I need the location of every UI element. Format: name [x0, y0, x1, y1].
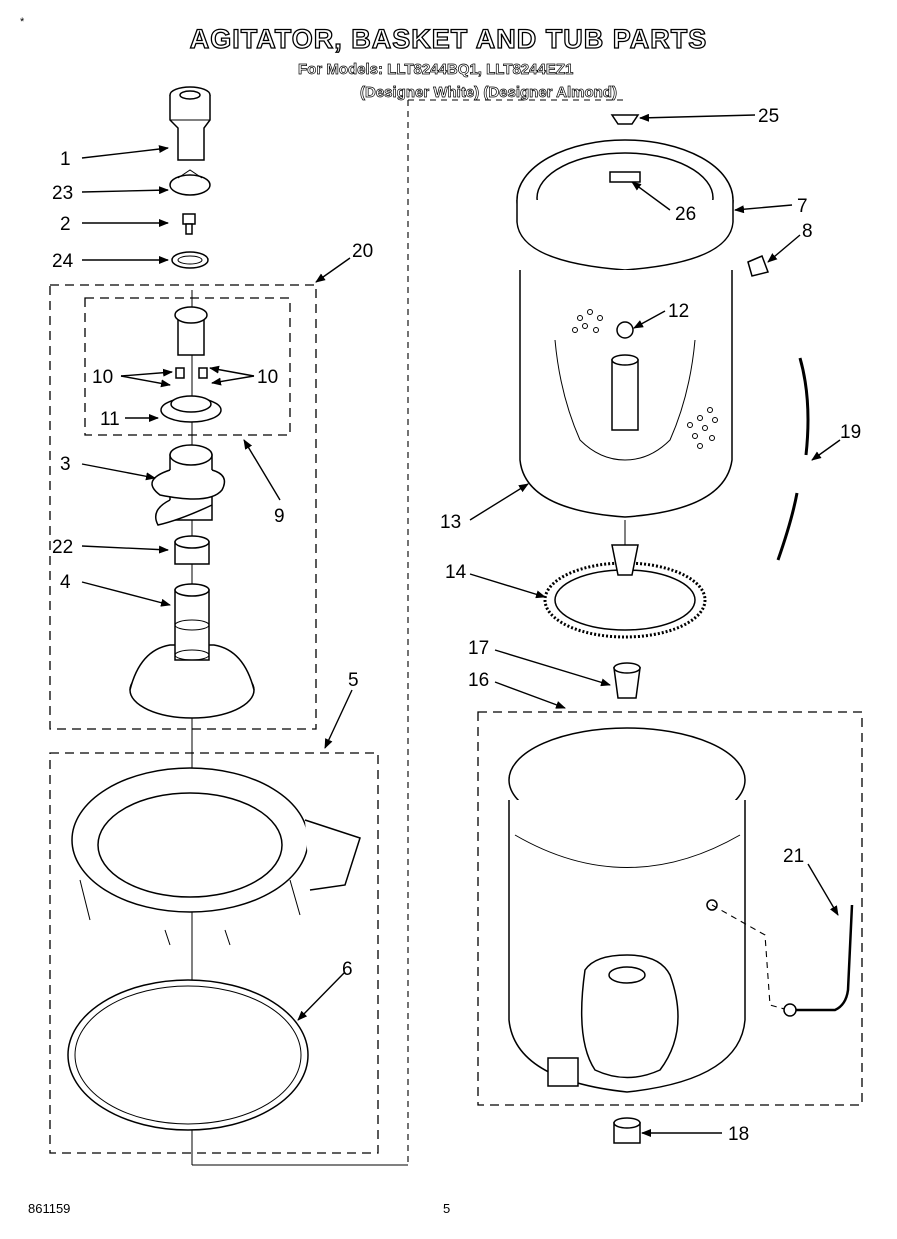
callout-26: 26	[675, 204, 696, 225]
page-number: 5	[443, 1201, 451, 1216]
page-title: AGITATOR, BASKET AND TUB PARTS	[189, 23, 708, 54]
cam-kit-box	[84, 297, 291, 436]
callout-17: 17	[468, 638, 489, 659]
callout-1: 1	[60, 149, 71, 170]
basket-balance-ring-part	[516, 139, 734, 271]
outer-tub-part	[508, 727, 746, 1093]
callout-21: 21	[783, 846, 804, 867]
auger-part	[151, 444, 226, 526]
callout-8: 8	[802, 221, 813, 242]
corner-mark: *	[20, 16, 25, 28]
bolt-part	[182, 213, 196, 235]
cam-kit-parts	[160, 306, 222, 423]
callout-2: 2	[60, 214, 71, 235]
drain-hose-part	[711, 904, 854, 1017]
spin-bearing-part	[613, 662, 641, 699]
callout-19: 19	[840, 422, 861, 443]
agitator-cap-part	[169, 86, 211, 161]
cap-insert-part	[169, 169, 211, 196]
clip-part	[747, 255, 769, 277]
tub-seal-part	[613, 1117, 641, 1144]
callout-11: 11	[100, 409, 120, 430]
callout-14: 14	[445, 562, 467, 583]
seal-ring-part	[171, 251, 209, 269]
callout-18: 18	[728, 1124, 749, 1145]
callout-13: 13	[440, 512, 461, 533]
callout-5: 5	[348, 670, 359, 691]
callout-24: 24	[52, 251, 74, 272]
hub-filter-part	[543, 544, 707, 639]
callout-25: 25	[758, 106, 779, 127]
callout-6: 6	[342, 959, 353, 980]
callout-9: 9	[274, 506, 285, 527]
tub-ring-assembly-box	[49, 752, 379, 1154]
document-number: 861159	[28, 1201, 71, 1216]
hose-part	[776, 357, 810, 561]
drive-bell-part	[174, 535, 210, 565]
callout-10-left: 10	[92, 367, 113, 388]
callout-23: 23	[52, 183, 73, 204]
callout-3: 3	[60, 454, 71, 475]
callout-20: 20	[352, 241, 373, 262]
colors-line: (Designer White) (Designer Almond)	[360, 84, 618, 102]
callout-7: 7	[797, 196, 808, 217]
basket-nut-part	[610, 114, 640, 125]
gasket-part	[67, 979, 309, 1131]
callout-leaders	[81, 113, 841, 1137]
callout-12: 12	[668, 301, 689, 322]
tub-ring-part	[71, 767, 361, 946]
callout-22: 22	[52, 537, 73, 558]
callout-labels: 1 23 2 24 20 10 10 11 3 9 22 4 5 6 25 26…	[52, 106, 861, 1145]
agitator-assembly-box	[49, 284, 317, 730]
models-line: For Models: LLT8244BQ1, LLT8244EZ1	[298, 61, 574, 79]
callout-4: 4	[60, 572, 71, 593]
callout-10-right: 10	[257, 367, 278, 388]
agitator-base-part	[129, 583, 255, 719]
callout-16: 16	[468, 670, 489, 691]
tub-assembly-box	[477, 711, 863, 1106]
basket-part	[519, 270, 733, 518]
